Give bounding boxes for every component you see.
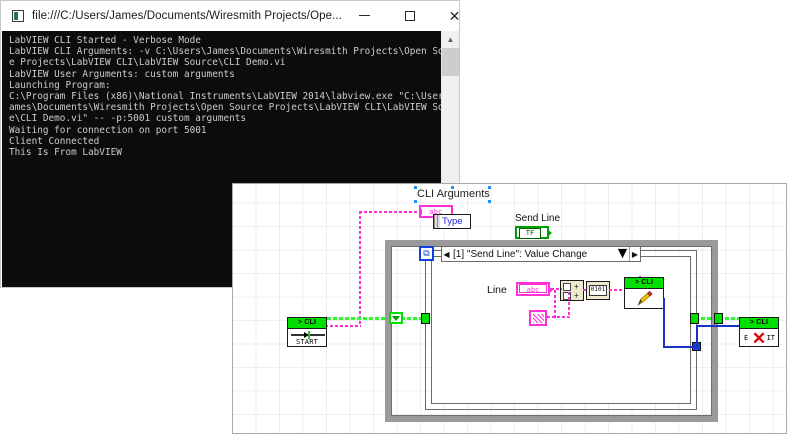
start-arrow-icon xyxy=(291,331,325,339)
string-to-byte-array-node[interactable]: 0101 xyxy=(586,281,610,300)
cli-arguments-label: CLI Arguments xyxy=(417,188,490,200)
event-structure[interactable] xyxy=(425,250,697,410)
tunnel-triangle-icon xyxy=(392,316,400,321)
line-terminal[interactable]: abc xyxy=(516,282,553,296)
end-of-line-icon xyxy=(532,313,544,323)
console-window-icon xyxy=(12,10,24,22)
exit-vi-header: > CLI xyxy=(740,318,778,329)
start-vi-caption: START xyxy=(295,338,319,346)
concat-input-icon xyxy=(563,283,571,291)
write-vi-header: > CLI xyxy=(625,278,663,289)
wire-newline-stub[interactable] xyxy=(568,292,570,318)
concat-plus-icon: + xyxy=(574,282,579,291)
event-next-case-icon[interactable]: ▶ xyxy=(629,247,640,261)
console-output-area: LabVIEW CLI Started - Verbose Mode LabVI… xyxy=(2,31,459,287)
close-button[interactable]: ✕ xyxy=(432,1,477,31)
console-window-title: file:///C:/Users/James/Documents/Wiresmi… xyxy=(32,10,342,22)
console-titlebar[interactable]: file:///C:/Users/James/Documents/Wiresmi… xyxy=(1,1,460,31)
minimize-button[interactable] xyxy=(342,1,387,31)
event-case-selector[interactable]: ◀ [1] "Send Line": Value Change ▼ ▶ xyxy=(441,245,641,262)
scroll-up-icon[interactable]: ▲ xyxy=(446,35,455,44)
concatenate-strings-node[interactable]: + + xyxy=(560,280,584,301)
pencil-icon xyxy=(637,291,653,306)
event-tunnel-left[interactable] xyxy=(421,313,430,324)
end-of-line-constant[interactable] xyxy=(529,310,547,326)
send-line-label: Send Line xyxy=(515,213,561,224)
event-prev-case-icon[interactable]: ◀ xyxy=(443,249,450,259)
maximize-button[interactable] xyxy=(387,1,432,31)
selection-handle[interactable] xyxy=(414,200,417,203)
byte-array-icon: 0101 xyxy=(589,285,607,296)
exit-caption-left: E xyxy=(744,334,749,342)
selection-handle[interactable] xyxy=(414,186,417,189)
console-output-text: LabVIEW CLI Started - Verbose Mode LabVI… xyxy=(9,35,459,159)
line-terminal-label: abc xyxy=(519,284,547,294)
loop-tunnel-right[interactable] xyxy=(714,313,723,324)
wire-line-to-concat[interactable] xyxy=(551,288,562,290)
wire-cli-arguments-vertical[interactable] xyxy=(359,211,361,326)
exit-x-icon: ✕ xyxy=(751,329,767,348)
event-tunnel-right[interactable] xyxy=(690,313,699,324)
event-node-grip-icon xyxy=(434,215,440,228)
cli-write-line-vi[interactable]: > CLI xyxy=(624,277,664,309)
cli-start-vi[interactable]: > CLI START xyxy=(287,317,327,347)
concat-input-row: + xyxy=(563,292,583,300)
event-data-node-label: Type xyxy=(442,216,463,227)
cli-exit-vi[interactable]: > CLI ✕ E IT xyxy=(739,317,779,347)
selection-handle[interactable] xyxy=(488,200,491,203)
minimize-icon xyxy=(359,15,370,16)
start-vi-header: > CLI xyxy=(288,318,326,329)
wire-concat-to-bytes[interactable] xyxy=(583,289,588,291)
line-label: Line xyxy=(487,284,507,296)
event-case-label: [1] "Send Line": Value Change xyxy=(453,248,588,260)
event-case-dropdown-icon[interactable]: ▼ xyxy=(614,245,631,262)
selection-handle[interactable] xyxy=(488,186,491,189)
wire-bool-from-write[interactable] xyxy=(663,346,695,348)
wire-error-main-left[interactable] xyxy=(327,317,389,320)
loop-tunnel-left[interactable] xyxy=(389,312,403,324)
wire-error-main-right[interactable] xyxy=(725,317,741,320)
wire-bool-to-exit[interactable] xyxy=(696,325,742,327)
wire-newline-to-concat[interactable] xyxy=(547,316,569,318)
concat-input-row: + xyxy=(563,283,583,291)
event-data-node-type[interactable]: Type xyxy=(433,214,471,229)
send-line-terminal-label: TF xyxy=(519,228,541,239)
terminal-arrow-icon xyxy=(548,286,553,294)
send-line-terminal[interactable]: TF xyxy=(515,226,552,239)
close-icon: ✕ xyxy=(448,8,461,24)
exit-caption-right: IT xyxy=(766,334,775,342)
concat-input-icon xyxy=(563,292,571,300)
cli-arguments-terminal-label: abc xyxy=(422,208,450,216)
wire-newline-up[interactable] xyxy=(554,290,556,318)
wire-cli-arguments-to-start[interactable] xyxy=(325,325,361,327)
wire-cli-arguments-horizontal-top[interactable] xyxy=(359,211,419,213)
block-diagram-window[interactable]: CLI Arguments abc > CLI START xyxy=(232,183,787,434)
console-window[interactable]: file:///C:/Users/James/Documents/Wiresmi… xyxy=(0,0,460,288)
wire-bool-vertical[interactable] xyxy=(663,298,665,348)
concat-plus-icon: + xyxy=(574,291,579,300)
scrollbar-thumb[interactable] xyxy=(442,48,459,76)
terminal-arrow-icon xyxy=(547,229,552,237)
wire-bool-exit-vertical[interactable] xyxy=(696,325,698,347)
selection-handle[interactable] xyxy=(451,186,454,189)
event-structure-selector-icon[interactable]: ⧉ xyxy=(419,246,434,261)
maximize-icon xyxy=(404,11,415,21)
block-diagram-canvas[interactable]: CLI Arguments abc > CLI START xyxy=(233,184,786,433)
